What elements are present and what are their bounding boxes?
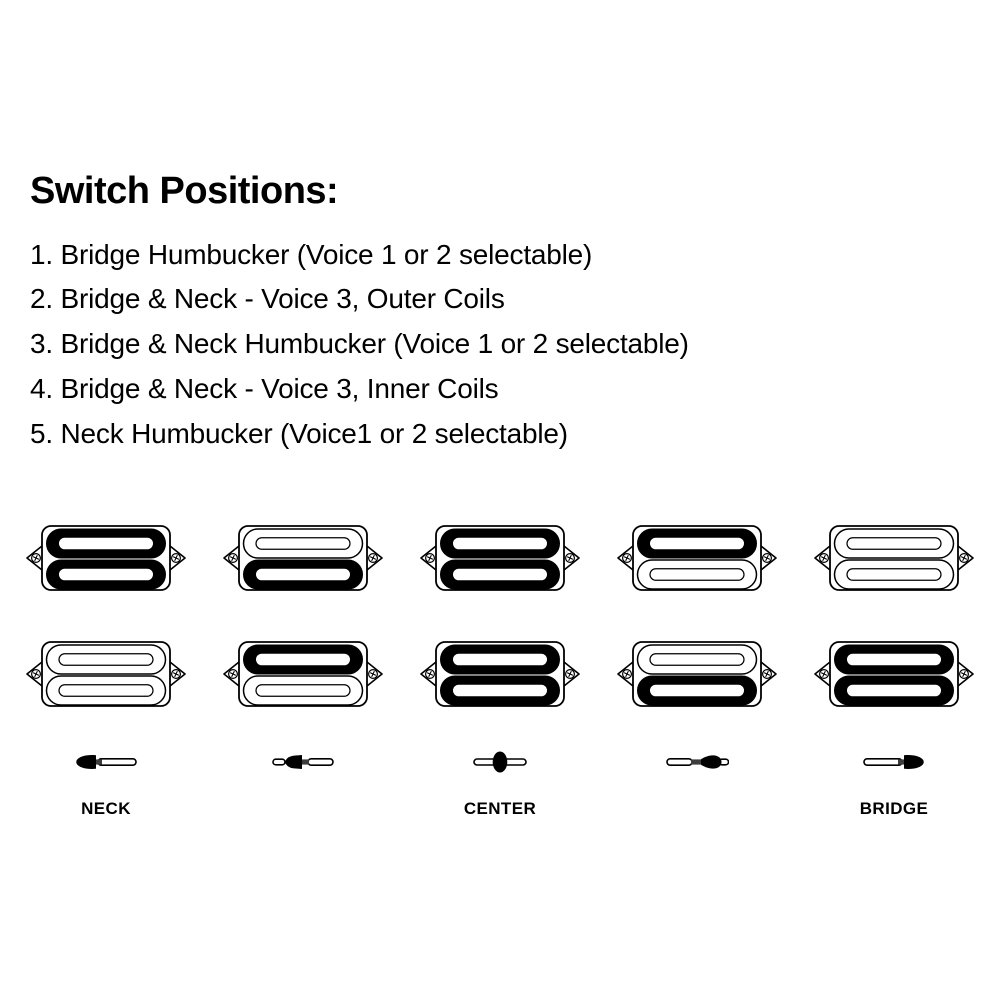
screw-cross-icon: [961, 554, 967, 561]
screw-cross-icon: [764, 554, 770, 561]
switch-position-column: CENTER: [420, 524, 580, 819]
switch-lever-far-left-icon: [76, 754, 137, 769]
neck-pickup: [223, 524, 383, 591]
screw-cross-icon: [33, 670, 39, 677]
switch-lever-mid-right-icon: [666, 754, 729, 769]
screw-cross-icon: [624, 670, 630, 677]
coil-slot: [649, 652, 745, 666]
coil-slot: [453, 568, 547, 580]
coil-slot: [59, 568, 153, 580]
coil-slot: [650, 684, 744, 696]
switch-position-label: CENTER: [463, 798, 537, 818]
screw-cross-icon: [173, 670, 179, 677]
coil-slot: [58, 683, 154, 697]
coil-slot: [256, 653, 350, 665]
coil-slot: [649, 567, 745, 581]
bridge-pickup: [223, 640, 383, 707]
screw-cross-icon: [567, 554, 573, 561]
neck-pickup: [814, 524, 974, 591]
screw-cross-icon: [370, 670, 376, 677]
switch-position-label: NECK: [81, 798, 131, 818]
screw-cross-icon: [230, 670, 236, 677]
bridge-pickup: [26, 640, 186, 707]
coil-slot: [847, 653, 941, 665]
coil-slot: [453, 653, 547, 665]
neck-pickup: [617, 524, 777, 591]
coil-slot: [650, 537, 744, 549]
switch-position-item: 4. Bridge & Neck - Voice 3, Inner Coils: [30, 372, 499, 404]
bridge-pickup: [420, 640, 580, 707]
coil-slot: [453, 537, 547, 549]
bridge-pickup: [617, 640, 777, 707]
screw-cross-icon: [961, 670, 967, 677]
coil-slot: [58, 652, 154, 666]
screw-cross-icon: [764, 670, 770, 677]
screw-cross-icon: [821, 670, 827, 677]
screw-cross-icon: [624, 554, 630, 561]
switch-position-item: 2. Bridge & Neck - Voice 3, Outer Coils: [30, 283, 505, 315]
coil-slot: [255, 536, 351, 550]
pickup-switch-diagram: NECK CENTER BRIDGE: [0, 524, 1000, 819]
screw-cross-icon: [427, 670, 433, 677]
switch-position-column: NECK: [26, 524, 186, 819]
coil-slot: [847, 684, 941, 696]
switch-position-label: BRIDGE: [859, 798, 929, 818]
switch-positions-list: 1. Bridge Humbucker (Voice 1 or 2 select…: [30, 233, 1000, 457]
page-title: Switch Positions:: [30, 170, 339, 212]
coil-slot: [453, 684, 547, 696]
switch-lever-center-icon: [473, 751, 527, 773]
screw-cross-icon: [230, 554, 236, 561]
neck-pickup: [26, 524, 186, 591]
switch-position-item: 1. Bridge Humbucker (Voice 1 or 2 select…: [30, 238, 593, 270]
switch-position-item: 3. Bridge & Neck Humbucker (Voice 1 or 2…: [30, 328, 689, 360]
bridge-pickup: [814, 640, 974, 707]
switch-lever-far-right-icon: [863, 754, 924, 769]
switch-lever-mid-left-icon: [272, 754, 334, 769]
coil-slot: [256, 568, 350, 580]
switch-positions-page: Switch Positions: 1. Bridge Humbucker (V…: [0, 170, 1000, 819]
switch-position-item: 5. Neck Humbucker (Voice1 or 2 selectabl…: [30, 417, 568, 449]
switch-position-column: BRIDGE: [814, 524, 974, 819]
screw-cross-icon: [821, 554, 827, 561]
screw-cross-icon: [427, 554, 433, 561]
screw-cross-icon: [33, 554, 39, 561]
neck-pickup: [420, 524, 580, 591]
screw-cross-icon: [567, 670, 573, 677]
switch-position-column: [223, 524, 383, 819]
coil-slot: [846, 567, 942, 581]
coil-slot: [846, 536, 942, 550]
screw-cross-icon: [173, 554, 179, 561]
screw-cross-icon: [370, 554, 376, 561]
switch-position-column: [617, 524, 777, 819]
coil-slot: [255, 683, 351, 697]
coil-slot: [59, 537, 153, 549]
